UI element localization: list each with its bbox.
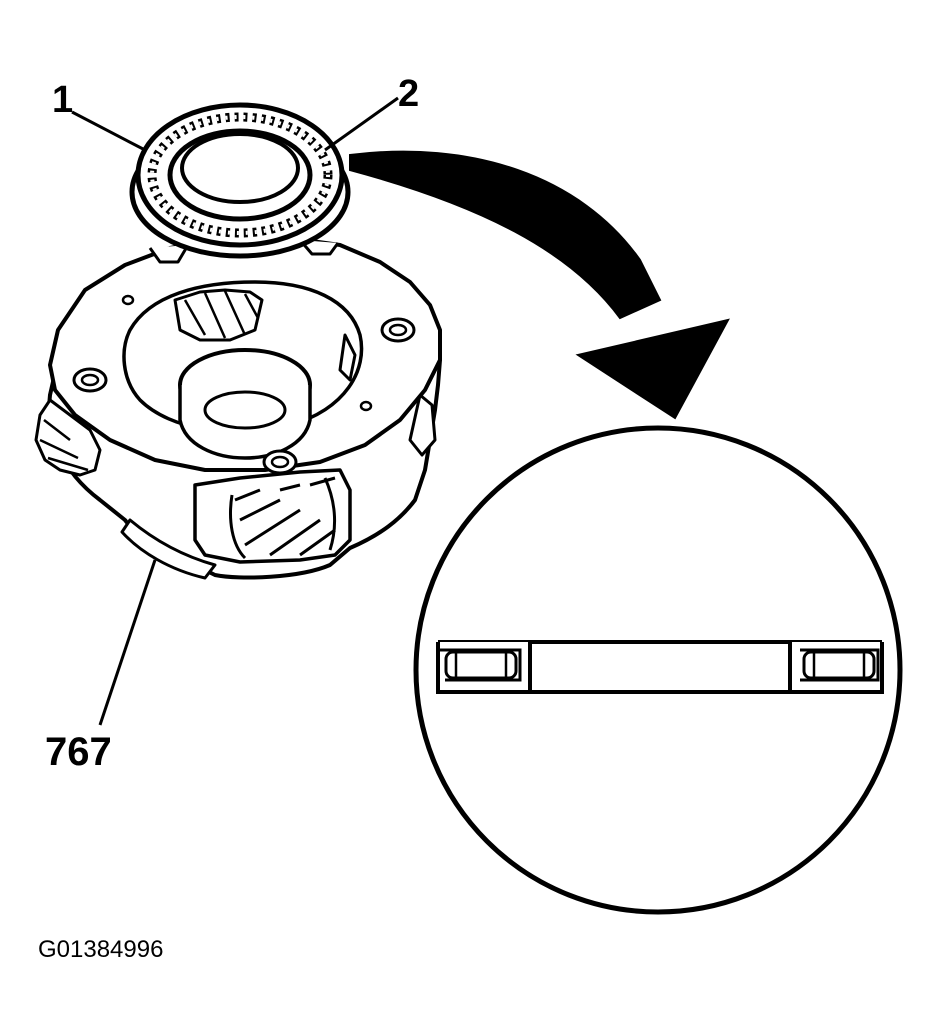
callout-767: 767 [45, 730, 112, 774]
planetary-carrier-icon [34, 236, 442, 580]
callout-1: 1 [52, 79, 73, 121]
leader-line-767 [98, 559, 157, 726]
callout-2: 2 [398, 73, 419, 115]
leader-line-2 [324, 96, 399, 152]
bearing-section-detail-icon [413, 425, 903, 915]
thrust-bearing-icon [129, 102, 351, 259]
figure-id: G01384996 [38, 936, 163, 963]
detail-circle [413, 425, 903, 915]
leader-line-1 [71, 110, 146, 152]
curved-arrow-icon [349, 150, 730, 420]
leader-lines [71, 96, 399, 726]
